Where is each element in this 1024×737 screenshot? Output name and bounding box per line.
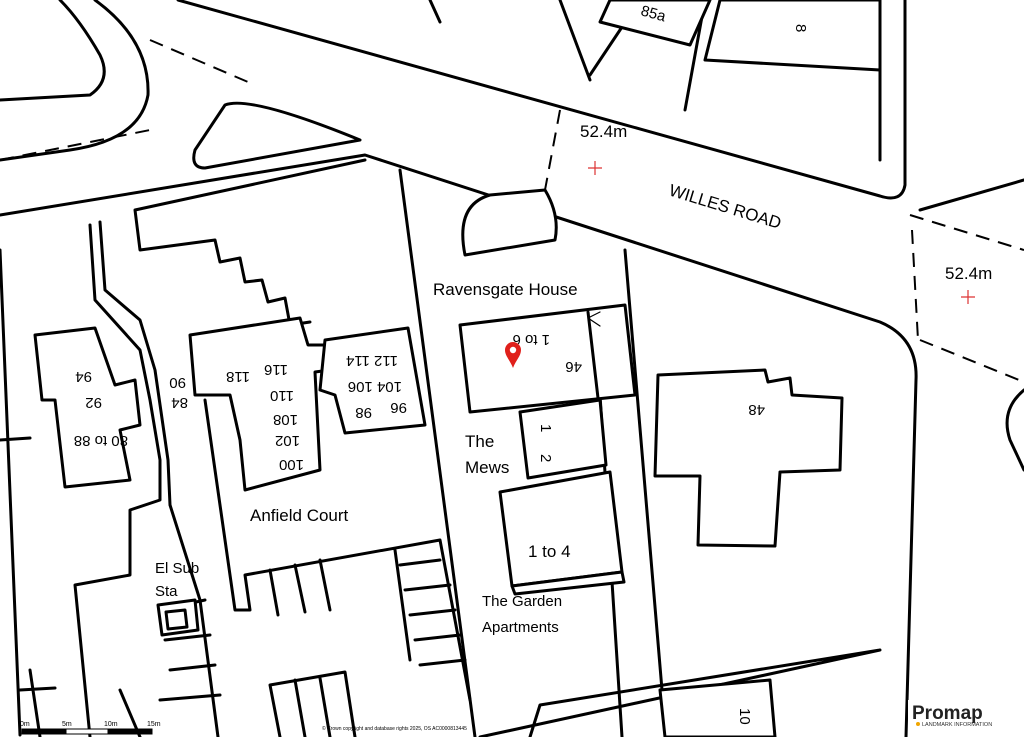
traffic-island	[192, 101, 362, 170]
building-10	[658, 678, 777, 737]
building-85a	[598, 0, 712, 47]
house-number: 10	[736, 708, 753, 725]
house-number: 84	[171, 394, 188, 411]
building-8	[703, 0, 882, 72]
house-number: 98	[355, 404, 372, 421]
building-mews	[518, 398, 608, 480]
side-road-edge-2	[0, 0, 106, 102]
spot-height-label: 52.4m	[580, 122, 627, 141]
building-ravensgate	[458, 303, 637, 414]
house-number: 100	[279, 456, 304, 473]
house-number: 2	[537, 454, 554, 462]
scale-label: 15m	[147, 721, 161, 728]
house-number: 110	[270, 387, 294, 404]
house-number: 102	[275, 432, 300, 449]
anfield-lower	[18, 398, 472, 737]
road-label: WILLES ROAD	[667, 181, 784, 233]
logo-background	[908, 700, 1020, 728]
scale-label: 5m	[62, 721, 72, 728]
place-label: Apartments	[482, 619, 559, 636]
house-number: 90	[169, 374, 186, 391]
spot-height-label: 52.4m	[945, 264, 992, 283]
willes-road-south-edge	[0, 153, 918, 737]
promap-logo: Promap	[912, 703, 983, 724]
place-label: The Garden	[482, 593, 562, 610]
house-number: 94	[75, 368, 92, 385]
place-label: Anfield Court	[250, 506, 349, 525]
house-number: 116	[264, 361, 288, 378]
house-number: 48	[748, 401, 765, 418]
house-number: 85a	[639, 2, 668, 25]
north-arrow	[587, 311, 601, 327]
house-number: 118	[226, 368, 250, 385]
house-number: 92	[85, 394, 102, 411]
house-number: 108	[273, 411, 298, 428]
house-number: 1 to 4	[528, 542, 571, 561]
right-side-edge	[918, 178, 1024, 472]
scale-label: 10m	[104, 721, 118, 728]
scale-segment	[65, 728, 109, 735]
house-number: 80 to 88	[74, 432, 128, 449]
house-number: 46	[565, 358, 582, 375]
place-label: The	[465, 432, 494, 451]
boundary-dashed	[0, 39, 1024, 383]
north-parcel	[428, 0, 882, 162]
house-number: 1	[537, 424, 554, 432]
spot-height-marker	[588, 161, 975, 304]
building-1-to-4-strip	[510, 570, 626, 596]
building-anfield-west	[188, 316, 332, 492]
map-pin-icon[interactable]	[505, 342, 521, 368]
building-80-92	[33, 326, 142, 489]
logo-dot-icon	[916, 722, 920, 726]
ravensgate-divider	[586, 310, 600, 400]
side-road-edge	[0, 0, 150, 162]
place-label: El Sub	[155, 560, 199, 577]
scale-segment	[107, 728, 153, 735]
building-48	[653, 368, 844, 548]
house-number: 104 106	[348, 378, 402, 395]
scale-segment	[21, 728, 67, 735]
place-label: Ravensgate House	[433, 280, 578, 299]
house-number: 1 to 6	[512, 331, 550, 348]
logo-tagline: LANDMARK INFORMATION	[922, 722, 992, 728]
house-number: 96	[390, 399, 407, 416]
building-anfield-east	[318, 326, 427, 435]
substation-inner	[164, 608, 189, 631]
substation	[156, 598, 200, 637]
scale-label: 0m	[20, 721, 30, 728]
place-label: Mews	[465, 458, 509, 477]
hedge-arc	[461, 188, 558, 257]
place-label: Sta	[155, 583, 178, 600]
building-1-to-4	[498, 470, 624, 588]
house-number: 112 114	[346, 352, 398, 369]
willes-road-north-edge	[176, 0, 907, 200]
house-number: 8	[792, 24, 809, 32]
copyright-text: © Crown copyright and database rights 20…	[322, 725, 467, 732]
